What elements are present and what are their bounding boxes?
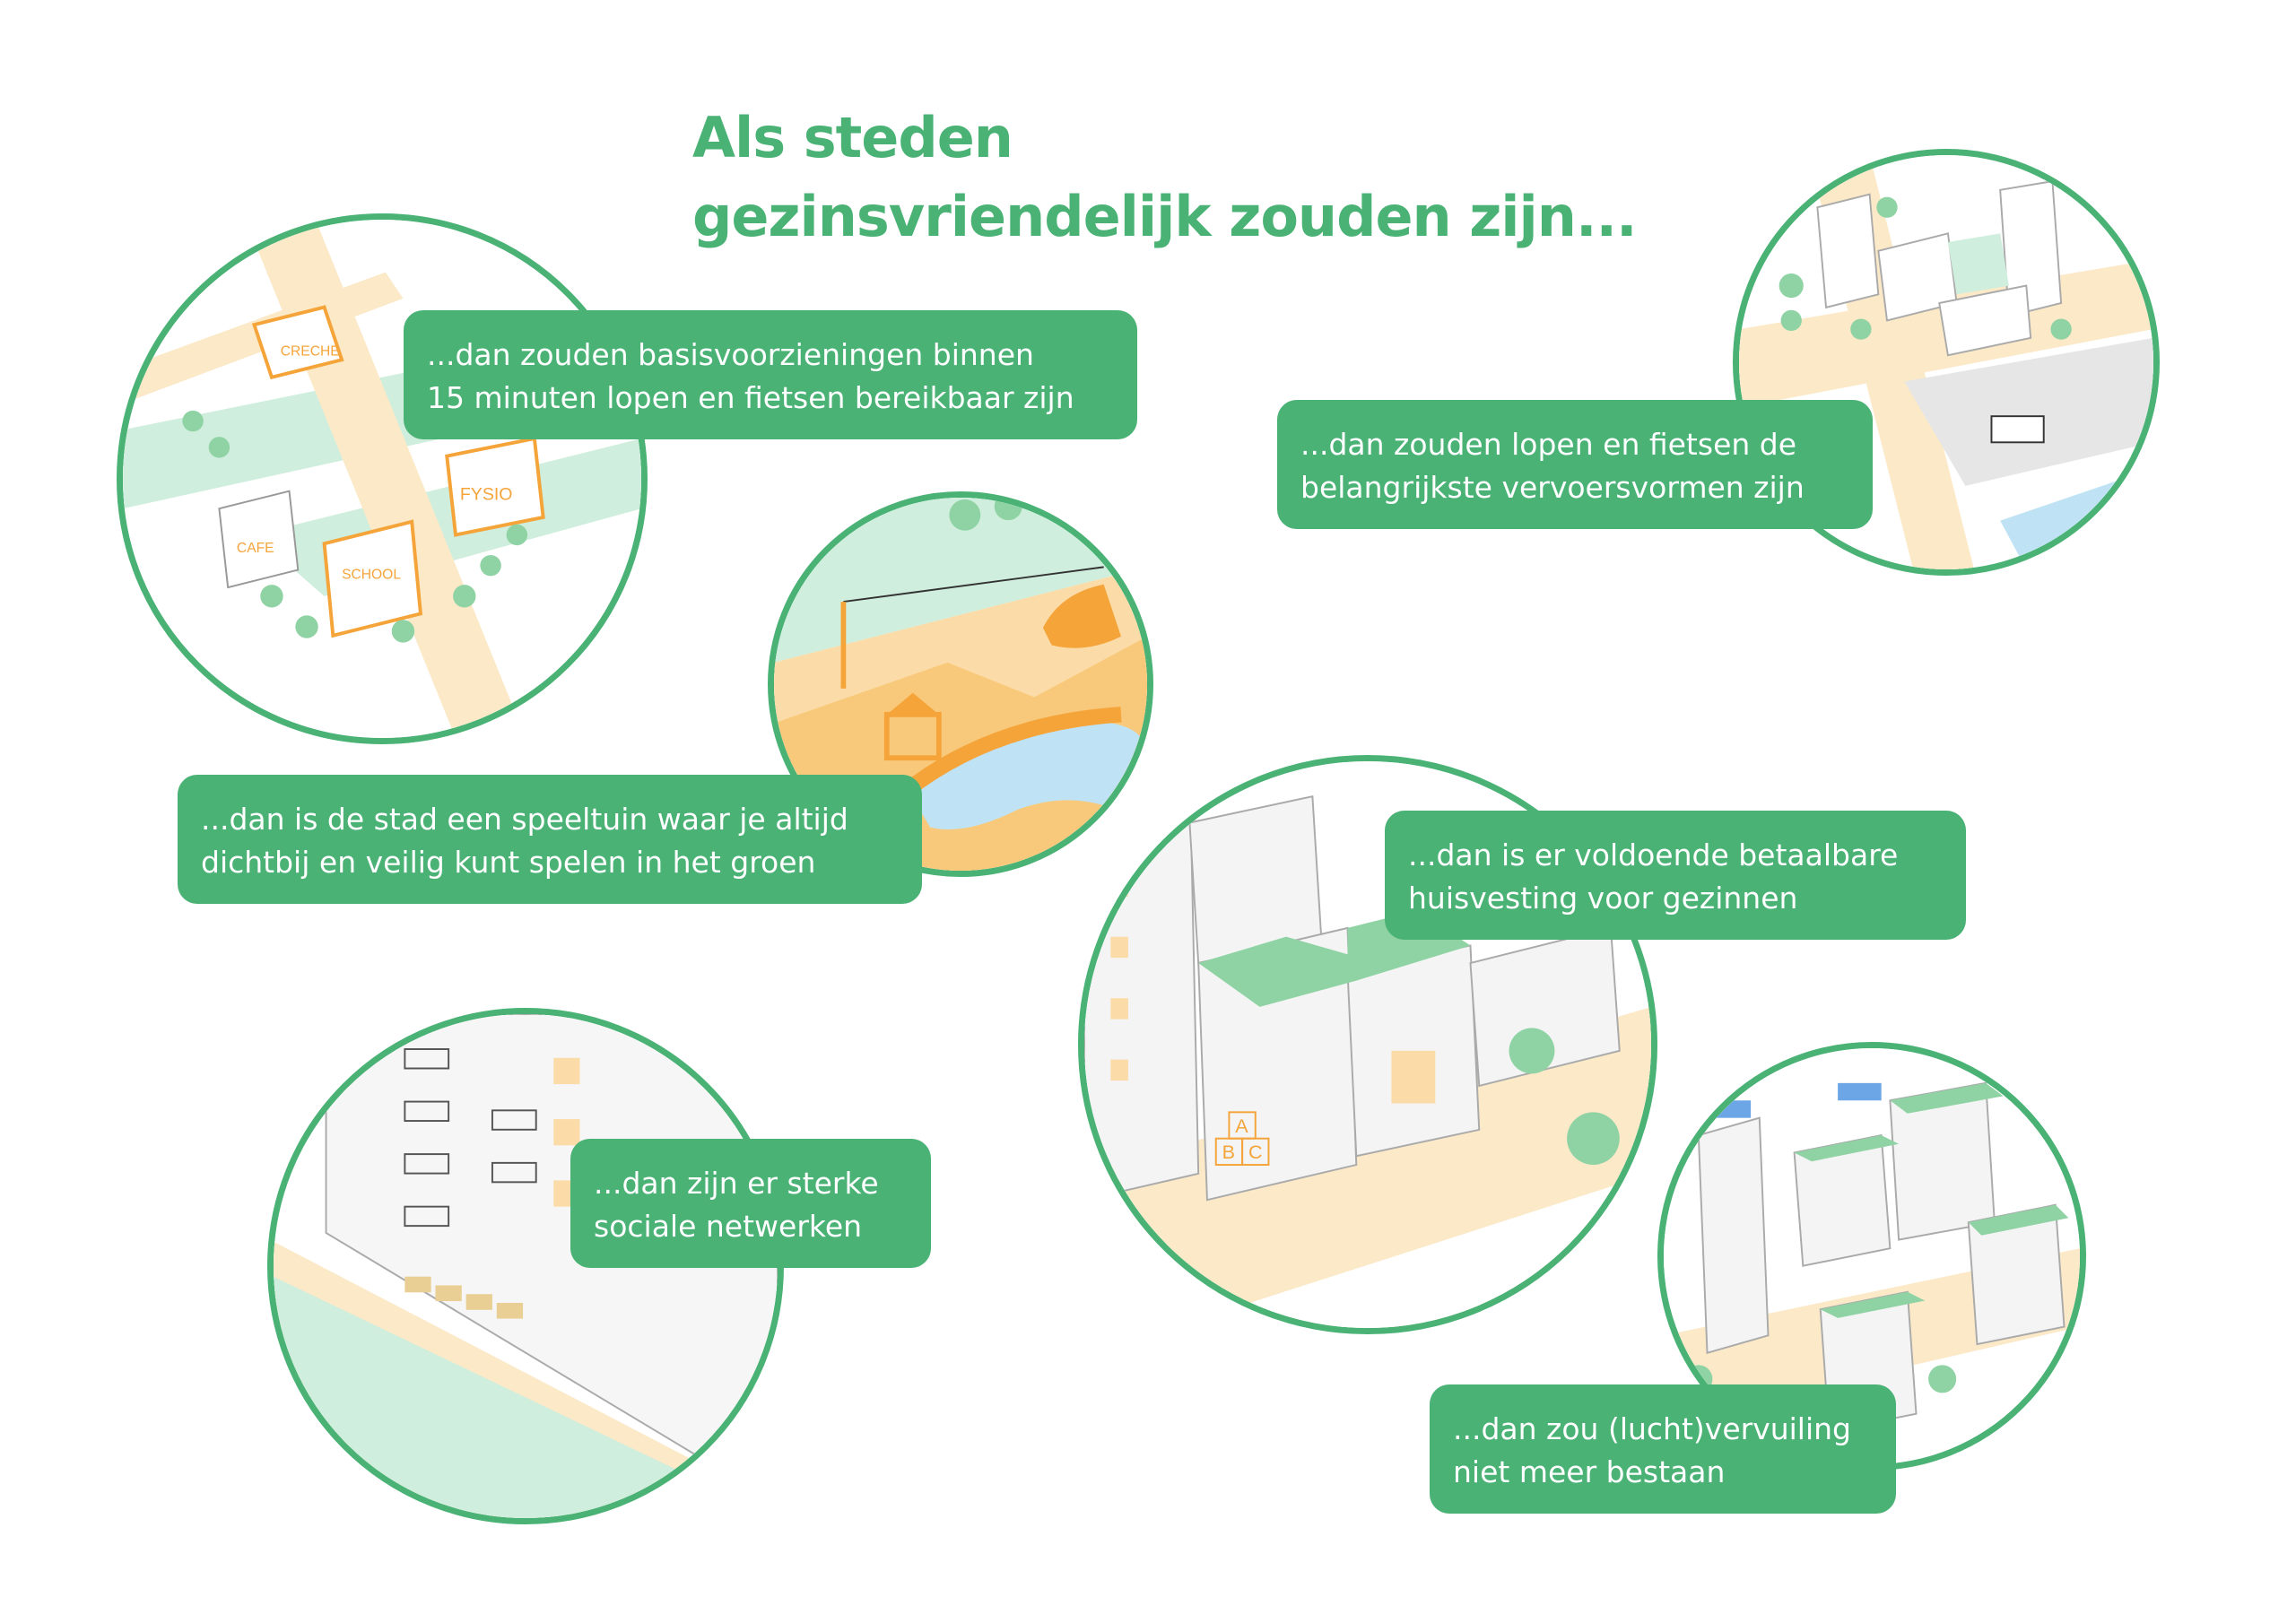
illustration-mobility	[1733, 149, 2160, 576]
trees	[1779, 196, 2072, 340]
block-letter-c: C	[1248, 1141, 1263, 1163]
statement-mobility-line-2: belangrijkste vervoersvormen zijn	[1300, 470, 1805, 505]
statement-facilities-line-2: 15 minuten lopen en fietsen bereikbaar z…	[427, 380, 1074, 415]
solar-panels	[1716, 1082, 1882, 1118]
social-scene	[274, 1014, 778, 1518]
creche-building: CRECHE	[251, 305, 344, 380]
neighbourhood-scene: CRECHE FYSIO CAFE SCHOOL	[123, 220, 641, 738]
statement-clean-air-line-1: ...dan zou (lucht)vervuiling	[1453, 1411, 1852, 1446]
apartment-blocks	[1084, 761, 1621, 1202]
statement-social-line-2: sociale netwerken	[594, 1209, 863, 1244]
abc-blocks: A B C	[1214, 1111, 1270, 1167]
trees	[182, 410, 528, 643]
illustration-neighbourhood: CRECHE FYSIO CAFE SCHOOL	[117, 213, 648, 744]
illustration-housing: A B C	[1078, 755, 1657, 1334]
statement-social: ...dan zijn er sterke sociale netwerken	[570, 1139, 931, 1268]
trees	[1509, 1028, 1620, 1166]
statement-facilities: ...dan zouden basisvoorzieningen binnen …	[404, 310, 1137, 439]
hopscotch	[404, 1276, 524, 1319]
mobility-scene	[1739, 155, 2153, 569]
block-letter-a: A	[1235, 1115, 1248, 1137]
title-line-2: gezinsvriendelijk zouden zijn...	[692, 184, 1638, 249]
playset	[883, 692, 942, 761]
windows	[404, 1048, 537, 1228]
fysio-building: FYSIO	[445, 436, 545, 537]
statement-mobility-line-1: ...dan zouden lopen en fietsen de	[1300, 427, 1797, 462]
statement-mobility: ...dan zouden lopen en fietsen de belang…	[1277, 400, 1873, 529]
block-letter-b: B	[1222, 1141, 1235, 1163]
green-roofs	[1794, 1082, 2069, 1318]
cafe-building: CAFE	[218, 490, 300, 589]
statement-facilities-line-1: ...dan zouden basisvoorzieningen binnen	[427, 337, 1034, 372]
statement-housing-line-1: ...dan is er voldoende betaalbare	[1408, 838, 1899, 872]
school-building: SCHOOL	[322, 519, 423, 638]
title-line-1: Als steden	[692, 105, 1013, 170]
windows	[1110, 813, 1436, 1104]
page-title: Als steden gezinsvriendelijk zouden zijn…	[692, 99, 1638, 256]
statement-playground-line-2: dichtbij en veilig kunt spelen in het gr…	[201, 845, 816, 880]
sign-cafe: CAFE	[237, 541, 274, 556]
illustration-social	[267, 1008, 784, 1524]
sign-school: SCHOOL	[342, 567, 401, 582]
statement-clean-air-line-2: niet meer bestaan	[1453, 1454, 1726, 1489]
housing-scene: A B C	[1084, 761, 1651, 1328]
statement-social-line-1: ...dan zijn er sterke	[594, 1166, 879, 1201]
statement-housing-line-2: huisvesting voor gezinnen	[1408, 881, 1798, 916]
sign-creche: CRECHE	[281, 343, 340, 359]
statement-clean-air: ...dan zou (lucht)vervuiling niet meer b…	[1430, 1384, 1896, 1514]
facades	[325, 1014, 778, 1506]
trees	[949, 498, 1022, 531]
statement-playground: ...dan is de stad een speeltuin waar je …	[178, 775, 922, 904]
statement-housing: ...dan is er voldoende betaalbare huisve…	[1385, 811, 1966, 940]
sign-fysio: FYSIO	[460, 484, 513, 504]
buildings	[1816, 179, 2063, 357]
bus-icon	[1990, 415, 2045, 444]
statement-playground-line-1: ...dan is de stad een speeltuin waar je …	[201, 802, 848, 837]
